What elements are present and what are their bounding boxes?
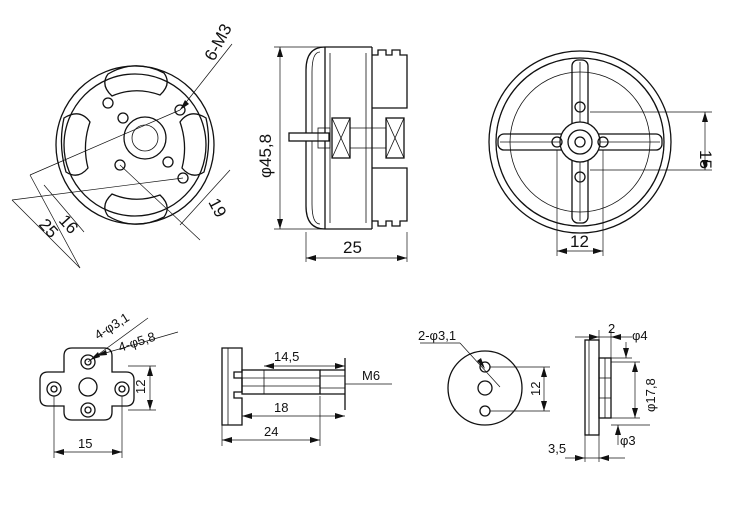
label-25-diag: 25	[35, 215, 62, 242]
side-section-view	[274, 46, 408, 262]
label-diameter-45-8: φ45,8	[256, 134, 275, 178]
window-right	[179, 113, 210, 176]
label-4-phi-5-8: 4-φ5,8	[116, 329, 157, 355]
window-bottom	[104, 193, 168, 225]
label-12-disc: 12	[528, 382, 543, 396]
rear-face-view	[488, 50, 712, 256]
label-6-m3: 6-M3	[201, 21, 236, 64]
label-phi-4: φ4	[632, 328, 648, 343]
label-16: 16	[55, 211, 82, 238]
disc-view	[420, 342, 550, 426]
label-2-phi-3-1: 2-φ3,1	[418, 328, 456, 343]
cross-mount-view	[39, 317, 179, 458]
label-12-cross: 12	[133, 380, 148, 394]
label-25-side: 25	[343, 238, 362, 257]
adapter-section-view	[565, 330, 650, 462]
m3-hole	[162, 156, 174, 168]
m3-hole	[102, 97, 114, 109]
label-19: 19	[204, 195, 230, 221]
m3-hole	[117, 112, 129, 124]
label-m6: M6	[362, 368, 380, 383]
label-phi-3: φ3	[620, 433, 636, 448]
label-18: 18	[274, 400, 288, 415]
label-phi-17-8: φ17,8	[643, 378, 658, 412]
label-2: 2	[608, 321, 615, 336]
front-face-view	[11, 43, 233, 269]
cooling-teeth	[495, 57, 665, 227]
prop-adapter-view	[221, 347, 392, 446]
m3-hole	[177, 172, 189, 184]
window-top	[104, 65, 168, 97]
m3-hole	[174, 104, 186, 116]
label-24: 24	[264, 424, 278, 439]
label-3-5: 3,5	[548, 441, 566, 456]
label-15-cross: 15	[78, 436, 92, 451]
label-15-rear: 15	[696, 150, 715, 169]
label-14-5: 14,5	[274, 349, 299, 364]
m3-hole	[114, 159, 126, 171]
label-12-rear: 12	[570, 232, 589, 251]
window-left	[60, 113, 91, 176]
